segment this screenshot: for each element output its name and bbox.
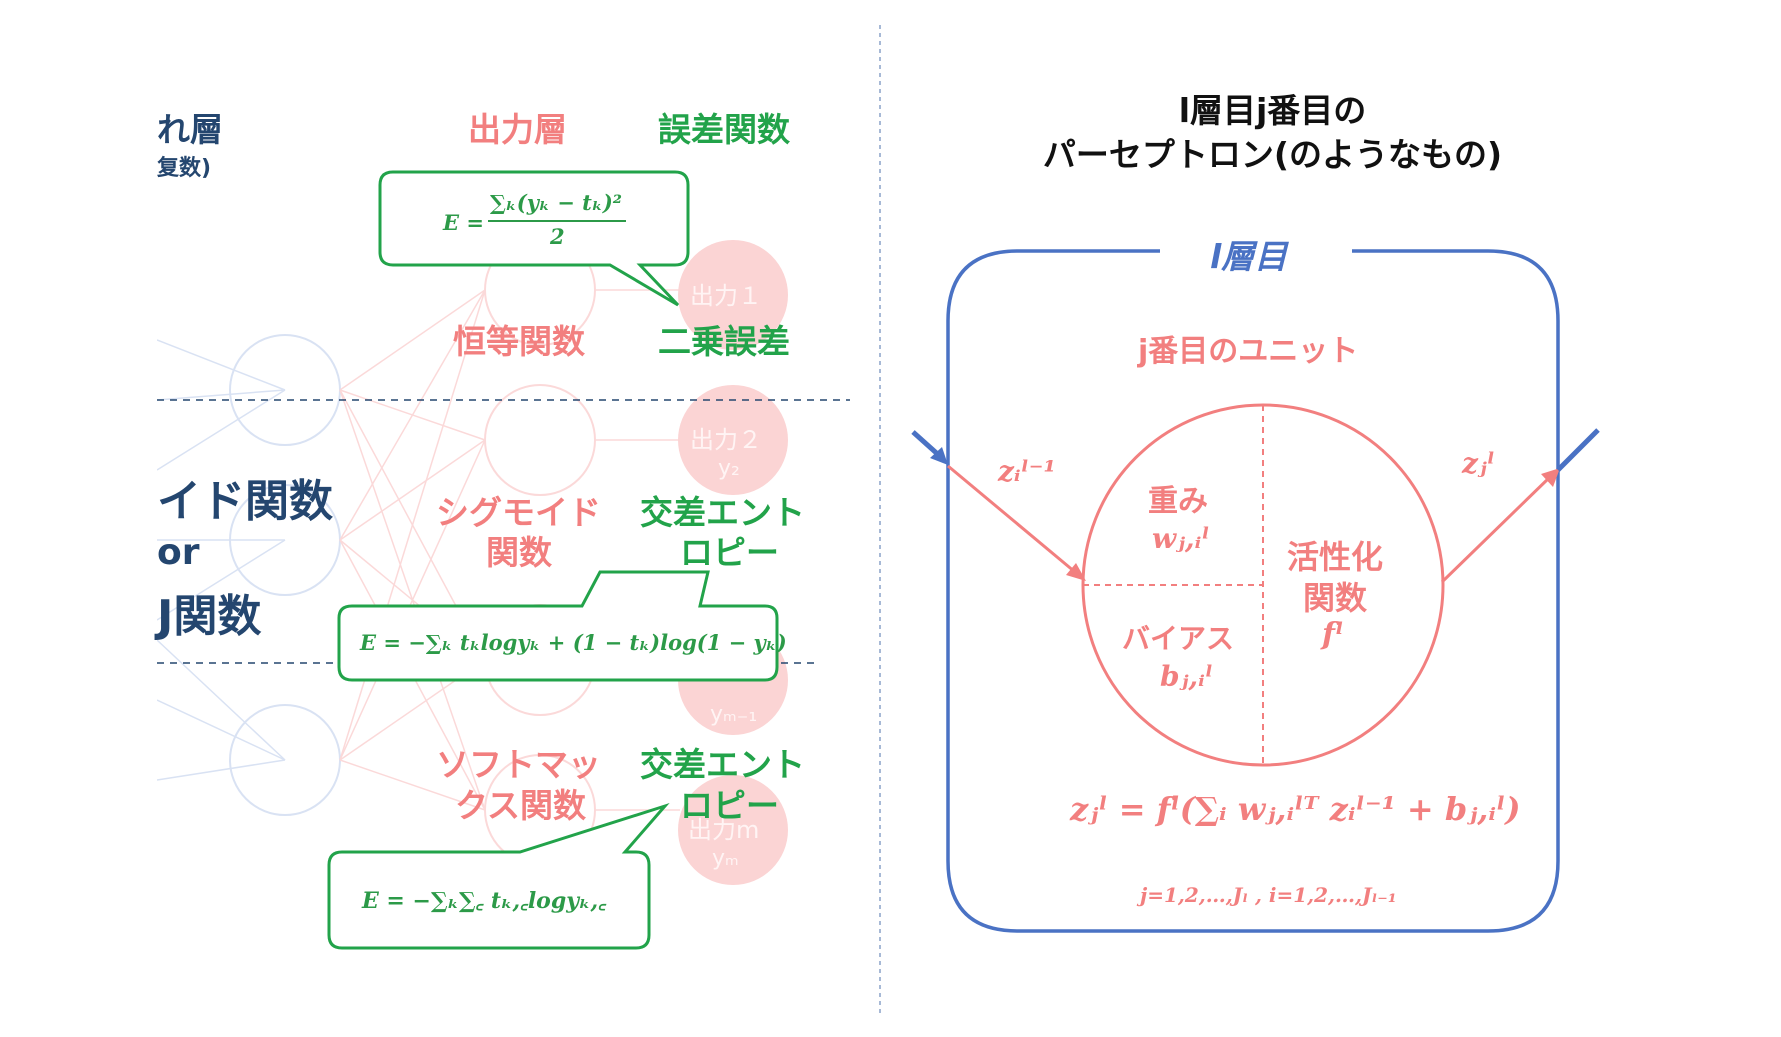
formula-bubbles <box>327 170 779 950</box>
output-arrow <box>1440 475 1552 584</box>
input-blue-arrowhead <box>930 447 948 465</box>
activation-label-line2: 関数 <box>1303 579 1368 617</box>
row3-activation-line1: ソフトマッ <box>436 745 601 784</box>
error-function-header: 誤差関数 <box>658 110 790 149</box>
output-node-label-1: 出力１ <box>690 282 762 310</box>
output-node-sub-3: yₘ₋₁ <box>710 702 758 727</box>
bce-formula: E = −∑ₖ tₖlogyₖ + (1 − tₖ)log(1 − yₖ) <box>360 630 787 655</box>
output-node-label-2: 出力２ <box>690 426 762 454</box>
cce-bubble <box>327 802 670 950</box>
row3-loss-line1: 交差エント <box>640 745 805 784</box>
row3-loss-line2: ロピー <box>680 786 779 825</box>
perceptron-title-line2: パーセプトロン(のようなもの) <box>1042 135 1503 174</box>
perceptron-title-line1: l層目j番目の <box>1178 91 1367 130</box>
activation-symbol: fˡ <box>1322 617 1344 652</box>
layer-box <box>946 249 1560 933</box>
row2-loss-line2: ロピー <box>680 533 779 572</box>
bce-bubble <box>337 570 779 682</box>
mse-bubble <box>378 170 690 307</box>
output-symbol: zⱼˡ <box>1462 447 1495 480</box>
input-symbol: zᵢˡ⁻¹ <box>998 455 1056 488</box>
row1-loss: 二乗誤差 <box>658 322 790 361</box>
bias-label: バイアス <box>1122 622 1235 655</box>
output-arrowhead <box>1541 468 1560 487</box>
output-layer-header: 出力層 <box>468 110 567 149</box>
index-range: j=1,2,…,Jₗ , i=1,2,…,Jₗ₋₁ <box>1140 883 1397 907</box>
row2-loss-line1: 交差エント <box>640 493 805 532</box>
hidden-activation-line3: J関数 <box>157 591 262 642</box>
output-node-sub-2: y₂ <box>718 456 740 481</box>
hidden-layer-header: れ層 <box>157 110 223 149</box>
row2-activation-line2: 関数 <box>486 533 552 572</box>
cce-formula: E = −∑ₖ∑꜀ tₖ,꜀logyₖ,꜀ <box>362 888 606 914</box>
input-arrow <box>947 464 1076 574</box>
bias-symbol: bⱼ,ᵢˡ <box>1160 660 1213 693</box>
weight-symbol: wⱼ,ᵢˡ <box>1152 522 1210 555</box>
mse-numerator: ∑ₖ(yₖ − tₖ)² <box>490 190 622 215</box>
hidden-activation-line2: or <box>157 532 200 573</box>
unit-label: j番目のユニット <box>1138 334 1359 369</box>
mse-lhs: E = <box>443 210 484 235</box>
hidden-edges <box>157 339 286 781</box>
activation-label-line1: 活性化 <box>1287 538 1384 576</box>
layer-label: l層目 <box>1210 237 1288 276</box>
weight-label: 重み <box>1148 484 1208 519</box>
mse-denominator: 2 <box>550 224 565 249</box>
row1-activation: 恒等関数 <box>453 322 585 361</box>
hidden-activation-line1: イド関数 <box>157 476 333 527</box>
hidden-layer-subheader: 复数) <box>157 156 212 181</box>
output-node-sub-4: yₘ <box>712 846 739 871</box>
input-arrowhead <box>1066 563 1086 581</box>
output-node-label-4: 出力m <box>688 816 760 844</box>
row3-activation-line2: クス関数 <box>455 786 587 825</box>
perceptron-equation: zⱼˡ = fˡ(∑ᵢ wⱼ,ᵢˡᵀ zᵢˡ⁻¹ + bⱼ,ᵢˡ) <box>1070 790 1521 828</box>
row2-activation-line1: シグモイド <box>436 493 601 532</box>
output-blue-stub <box>1556 428 1600 472</box>
